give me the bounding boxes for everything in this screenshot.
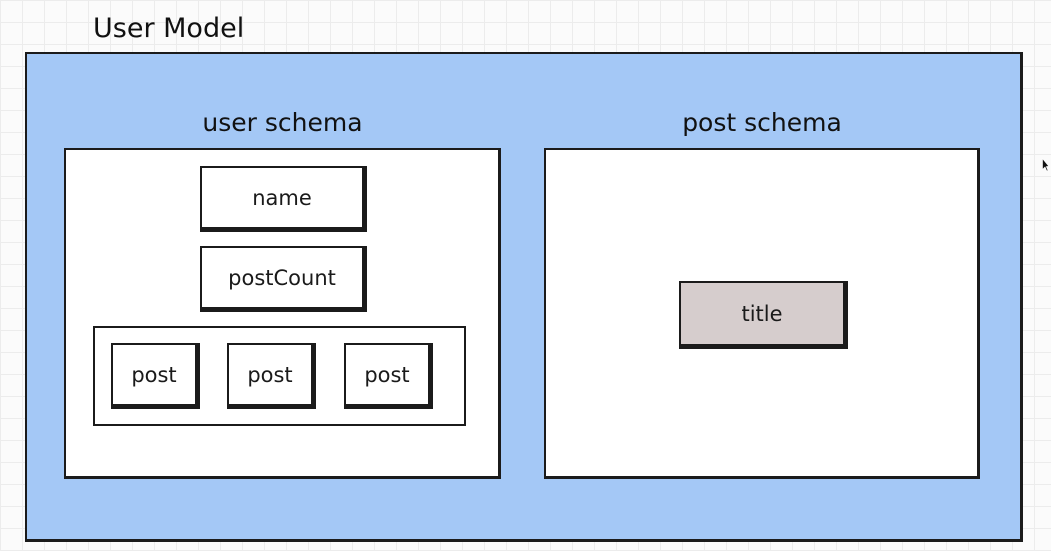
name-field: name — [200, 166, 367, 232]
title-field: title — [679, 281, 848, 349]
post-count-field: postCount — [200, 246, 367, 312]
model-title: User Model — [93, 13, 245, 44]
post-item: post — [344, 343, 433, 409]
post-schema-title: post schema — [682, 108, 842, 137]
post-item: post — [227, 343, 316, 409]
mouse-cursor-icon — [1042, 158, 1049, 172]
post-item: post — [111, 343, 200, 409]
user-schema-title: user schema — [202, 108, 363, 137]
